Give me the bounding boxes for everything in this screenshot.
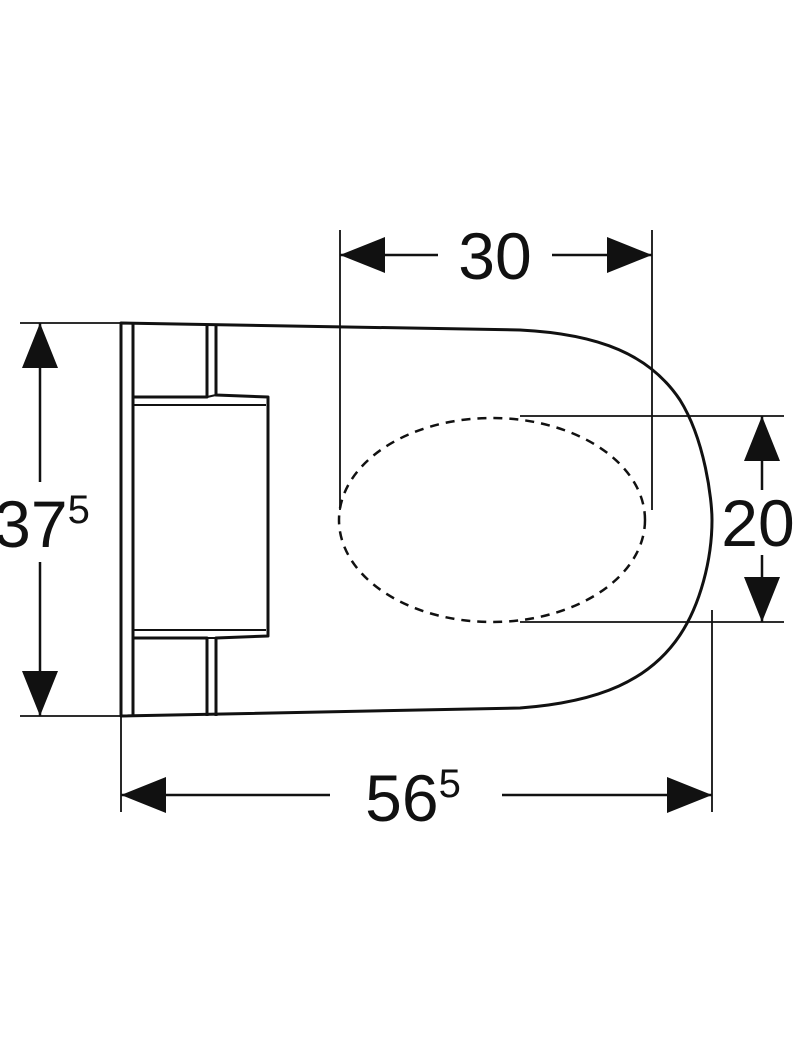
label-565-main: 56 (365, 761, 438, 835)
bracket-step-1 (206, 394, 217, 398)
dimension-30: 30 (340, 219, 652, 293)
arrow-down-icon (22, 671, 58, 716)
arrow-right-icon (667, 777, 712, 813)
arrow-down-icon (744, 577, 780, 622)
label-20: 20 (721, 486, 794, 560)
extension-lines (20, 230, 784, 812)
label-375-main: 37 (0, 487, 68, 561)
dimension-565: 565 (121, 761, 712, 835)
toilet-outline (119, 321, 714, 718)
arrow-up-icon (744, 416, 780, 461)
upper-bracket (133, 325, 270, 716)
svg-text:375: 375 (0, 487, 90, 561)
dimension-375: 375 (0, 323, 90, 716)
svg-text:565: 565 (365, 761, 461, 835)
arrow-left-icon (340, 237, 385, 273)
bowl-opening-dashed (337, 416, 647, 624)
arrow-up-icon (22, 323, 58, 368)
bowl-outline (119, 321, 714, 718)
label-565-sup: 5 (439, 762, 461, 806)
label-375-sup: 5 (68, 488, 90, 532)
dimension-20: 20 (721, 416, 795, 622)
arrow-left-icon (121, 777, 166, 813)
label-30: 30 (458, 219, 531, 293)
arrow-right-icon (607, 237, 652, 273)
